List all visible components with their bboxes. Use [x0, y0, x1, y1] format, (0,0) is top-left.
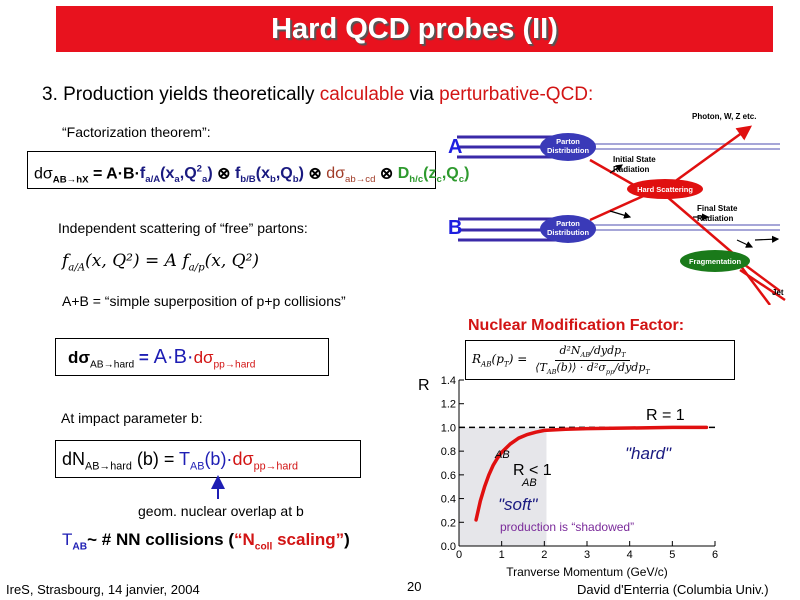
raa-formula: RAB(pT) = d²NAB/dydpT⟨TAB(b)⟩ · d²σpp/dy… [465, 340, 735, 380]
nucleus-lines [457, 135, 560, 242]
annotation-shadowed: production is “shadowed” [500, 520, 634, 534]
radiation-arrows [609, 164, 780, 248]
x-tick-label: 1 [499, 549, 505, 561]
heading: 3. Production yields theoretically calcu… [42, 84, 593, 106]
footer-right: David d'Enterria (Columbia Univ.) [577, 582, 769, 597]
footer-left: IreS, Strasbourg, 14 janvier, 2004 [6, 582, 200, 597]
beam-lines [580, 143, 780, 231]
y-tick-label: 0.2 [441, 517, 456, 529]
parton2-label: Distribution [547, 228, 589, 237]
chart-marks: 0 1 2 3 4 5 6 0.0 0.2 0.4 0.6 0.8 1.0 1.2 1.4 R Tranvers… [418, 375, 718, 579]
y-tick-label: 0.4 [441, 494, 456, 506]
overlap-label: geom. nuclear overlap at b [138, 503, 304, 519]
annotation-r-less-1: R < 1 [513, 462, 552, 479]
y-tick-label: 1.4 [441, 375, 456, 387]
factorization-formula: dσAB→hX = A·B·fa/A(xa,Q2a) ⊗ fb/B(xb,Qb)… [27, 151, 469, 189]
parton2-label: Parton [556, 219, 580, 228]
tab-scaling-line: TAB~ # NN collisions (“Ncoll scaling”) [62, 530, 350, 553]
x-tick-label: 2 [541, 549, 547, 561]
nmf-title: Nuclear Modification Factor: [468, 317, 685, 334]
parton-distribution-a [540, 133, 596, 161]
annotation-ab-sub: AB [494, 449, 510, 461]
annotation-soft: "soft" [498, 495, 538, 514]
annotation-r-equals-1: R = 1 [646, 407, 685, 424]
fragmentation [680, 250, 750, 272]
jet-label: Jet [772, 288, 784, 297]
x-tick-label: 5 [669, 549, 675, 561]
parton-distribution-b [540, 215, 596, 243]
parton-diagram: PartonDistributionPartonDistributionHard… [448, 112, 786, 305]
x-tick-label: 3 [584, 549, 590, 561]
y-tick-label: 0.6 [441, 470, 456, 482]
photon-label: Photon, W, Z etc. [692, 112, 756, 121]
x-tick-label: 4 [627, 549, 633, 561]
hard-scattering [627, 179, 703, 199]
shaded-region [459, 427, 547, 546]
y-axis-label: R [418, 377, 430, 394]
parton1-label: Parton [556, 137, 580, 146]
series-line-R_AB [474, 425, 709, 522]
arrow-up-icon [211, 475, 225, 499]
parton-lines [589, 125, 786, 305]
superposition-text: A+B = “simple superposition of p+p colli… [62, 293, 346, 309]
fsr-label: Final State [697, 204, 738, 213]
parton1-label: Distribution [547, 146, 589, 155]
impact-formula: dNAB→hard (b) = TAB(b)·dσpp→hard [55, 440, 361, 478]
y-tick-label: 0.8 [441, 446, 456, 458]
hard-label: Hard Scattering [637, 185, 693, 194]
x-tick-label: 6 [712, 549, 718, 561]
y-tick-label: 0.0 [441, 541, 456, 553]
slide-title: Hard QCD probes (II) [56, 6, 773, 52]
hard-formula: dσAB→hard = A·B·dσpp→hard [55, 338, 329, 376]
fsr-label: Radiation [697, 214, 734, 223]
y-tick-label: 1.0 [441, 422, 456, 434]
x-axis-label: Tranverse Momentum (GeV/c) [506, 565, 668, 579]
heading-via: via [404, 84, 440, 105]
independent-label: Independent scattering of “free” partons… [58, 220, 308, 236]
heading-pqcd: perturbative-QCD: [439, 84, 594, 105]
isr-label: Radiation [613, 165, 650, 174]
nucleus-b-label: B [448, 217, 462, 239]
frag-label: Fragmentation [689, 257, 742, 266]
impact-label: At impact parameter b: [61, 410, 203, 426]
annotation-ab-sub-2: AB [521, 477, 537, 489]
isr-label: Initial State [613, 155, 656, 164]
x-tick-label: 0 [456, 549, 462, 561]
annotation-hard: "hard" [625, 444, 672, 463]
heading-prefix: 3. Production yields theoretically [42, 84, 320, 105]
page-number: 20 [407, 579, 422, 594]
y-tick-label: 1.2 [441, 399, 456, 411]
nucleus-a-label: A [448, 136, 462, 158]
heading-calculable: calculable [319, 84, 405, 105]
factorization-label: “Factorization theorem”: [62, 124, 211, 140]
pdf-formula: fa/A(x, Q²) = A fa/p(x, Q²) [62, 251, 260, 274]
raa-chart: 0 1 2 3 4 5 6 0.0 0.2 0.4 0.6 0.8 1.0 1.2 1.4 R Tranvers… [418, 375, 718, 579]
